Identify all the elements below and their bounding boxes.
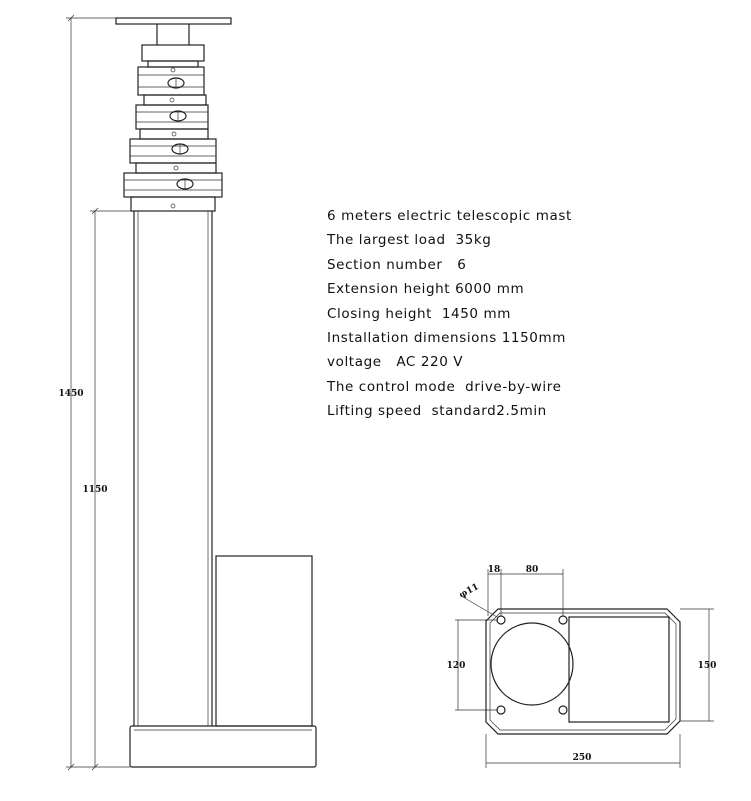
- spec-list: 6 meters electric telescopic mast The la…: [327, 206, 572, 426]
- hole-diameter-label: φ11: [458, 582, 481, 601]
- total-height-dimension: 1450: [58, 14, 130, 771]
- spec-section-number: Section number 6: [327, 256, 467, 273]
- total-height-label: 1450: [58, 389, 83, 399]
- spec-installation-dimensions: Installation dimensions 1150mm: [327, 329, 566, 346]
- spec-largest-load: The largest load 35kg: [327, 232, 492, 249]
- base-depth-label: 150: [698, 661, 717, 671]
- hole-spacing-x-label: 80: [526, 565, 539, 575]
- spec-lifting-speed: Lifting speed standard2.5min: [327, 403, 547, 420]
- spec-extension-height: Extension height 6000 mm: [327, 281, 525, 298]
- hole-spacing-y-label: 120: [447, 661, 466, 671]
- body-height-label: 1150: [82, 485, 107, 495]
- base-plan-view: 18 80 φ11 120 150 250: [447, 565, 717, 768]
- spec-control-mode: The control mode drive-by-wire: [327, 378, 562, 395]
- body-height-dimension: 1150: [82, 207, 132, 771]
- hole-offset-label: 18: [488, 565, 501, 575]
- spec-closing-height: Closing height 1450 mm: [327, 305, 511, 322]
- base-width-label: 250: [573, 753, 592, 763]
- spec-title: 6 meters electric telescopic mast: [327, 208, 572, 224]
- mast-side-view: [115, 17, 317, 768]
- spec-voltage: voltage AC 220 V: [327, 354, 464, 371]
